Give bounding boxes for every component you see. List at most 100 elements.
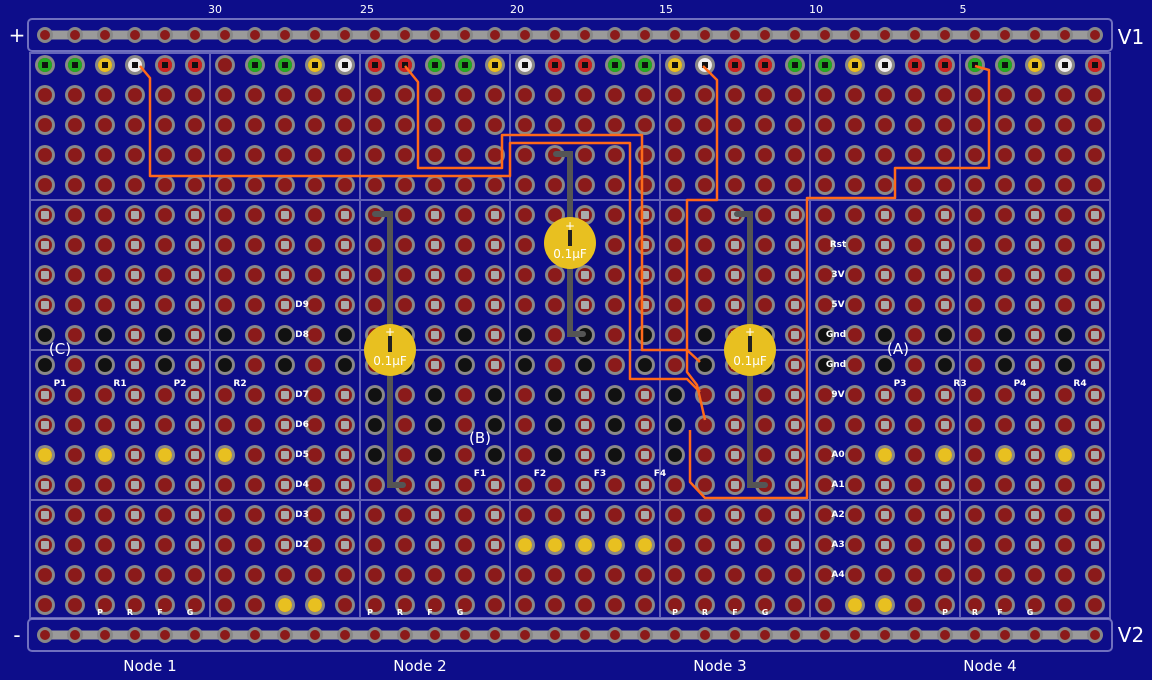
pad bbox=[215, 265, 235, 285]
pad bbox=[785, 205, 805, 225]
pad bbox=[65, 145, 85, 165]
pad bbox=[455, 355, 475, 375]
pad bbox=[605, 265, 625, 285]
pad bbox=[875, 385, 895, 405]
pad bbox=[275, 565, 295, 585]
pad bbox=[635, 325, 655, 345]
pad bbox=[515, 115, 535, 135]
pad bbox=[95, 595, 115, 615]
pad bbox=[155, 535, 175, 555]
pad bbox=[1055, 85, 1075, 105]
pad bbox=[335, 535, 355, 555]
rail-pad bbox=[337, 27, 353, 43]
pad bbox=[545, 445, 565, 465]
header-pin bbox=[818, 58, 832, 72]
pad bbox=[725, 85, 745, 105]
pad bbox=[995, 175, 1015, 195]
pad bbox=[65, 535, 85, 555]
pad bbox=[935, 355, 955, 375]
rail-pad bbox=[97, 27, 113, 43]
pad bbox=[665, 505, 685, 525]
pad bbox=[695, 505, 715, 525]
component-pad bbox=[938, 448, 952, 462]
pad bbox=[455, 265, 475, 285]
pad bbox=[1025, 235, 1045, 255]
header-pin bbox=[788, 58, 802, 72]
pad bbox=[155, 325, 175, 345]
pad bbox=[365, 85, 385, 105]
pad bbox=[995, 85, 1015, 105]
pad bbox=[545, 355, 565, 375]
pad bbox=[725, 445, 745, 465]
pad bbox=[815, 475, 835, 495]
rail-pad bbox=[1087, 27, 1103, 43]
rail-pad bbox=[877, 27, 893, 43]
pad bbox=[335, 235, 355, 255]
prfg-letter: G bbox=[187, 608, 194, 617]
pad bbox=[485, 175, 505, 195]
prfg-letter: G bbox=[762, 608, 769, 617]
pad bbox=[425, 325, 445, 345]
pad bbox=[65, 445, 85, 465]
header-pin bbox=[758, 58, 772, 72]
pad bbox=[485, 415, 505, 435]
pad bbox=[65, 265, 85, 285]
pin-label-a3: A3 bbox=[831, 540, 844, 550]
pad bbox=[365, 385, 385, 405]
pad bbox=[365, 415, 385, 435]
pad bbox=[425, 265, 445, 285]
pad bbox=[485, 505, 505, 525]
pad bbox=[245, 205, 265, 225]
pad bbox=[995, 145, 1015, 165]
pad bbox=[125, 85, 145, 105]
header-pin bbox=[548, 58, 562, 72]
component-pad bbox=[548, 538, 562, 552]
pad bbox=[485, 385, 505, 405]
pad bbox=[1025, 475, 1045, 495]
pin-label-d7: D7 bbox=[295, 390, 309, 400]
pad bbox=[665, 145, 685, 165]
pr-label-p4: P4 bbox=[1014, 379, 1027, 389]
pad bbox=[1085, 175, 1105, 195]
pad bbox=[545, 115, 565, 135]
pad bbox=[1055, 145, 1075, 165]
pad bbox=[455, 505, 475, 525]
pad bbox=[575, 355, 595, 375]
pad bbox=[65, 415, 85, 435]
pad bbox=[665, 565, 685, 585]
pad bbox=[995, 355, 1015, 375]
pad bbox=[755, 595, 775, 615]
pad bbox=[905, 565, 925, 585]
pad bbox=[935, 205, 955, 225]
prfg-letter: R bbox=[397, 608, 403, 617]
pad bbox=[215, 55, 235, 75]
pad bbox=[245, 355, 265, 375]
rail-pad bbox=[127, 27, 143, 43]
pad bbox=[335, 565, 355, 585]
pad bbox=[1055, 415, 1075, 435]
header-pin bbox=[158, 58, 172, 72]
pad bbox=[815, 535, 835, 555]
pad bbox=[545, 385, 565, 405]
pad bbox=[125, 205, 145, 225]
pad bbox=[125, 475, 145, 495]
pad bbox=[635, 385, 655, 405]
f-label-f2: F2 bbox=[534, 469, 546, 479]
pad bbox=[335, 325, 355, 345]
pad bbox=[1055, 475, 1075, 495]
pad-grid bbox=[35, 55, 1105, 615]
pad bbox=[605, 385, 625, 405]
pad bbox=[695, 295, 715, 315]
rail-pad bbox=[637, 27, 653, 43]
pad bbox=[125, 385, 145, 405]
pad bbox=[725, 235, 745, 255]
pad bbox=[275, 415, 295, 435]
pad bbox=[845, 445, 865, 465]
pad bbox=[965, 325, 985, 345]
pad bbox=[785, 595, 805, 615]
pad bbox=[185, 115, 205, 135]
pad bbox=[35, 385, 55, 405]
pad bbox=[935, 535, 955, 555]
rail-pad bbox=[397, 627, 413, 643]
pad bbox=[155, 175, 175, 195]
